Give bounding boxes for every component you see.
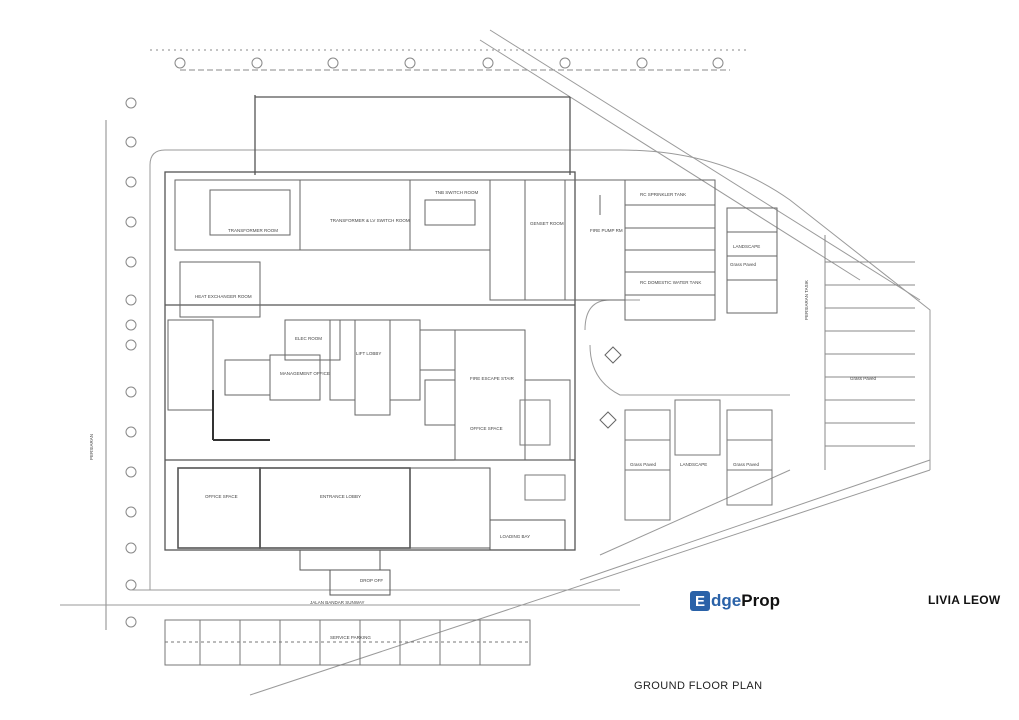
road-label-bottom: JALAN BANDAR SUNWAY [310,600,365,605]
room-label-lift-lobby: LIFT LOBBY [356,351,381,356]
lower-offices [177,467,566,596]
room-label-fire-stair: FIRE ESCAPE STAIR [470,376,515,381]
edgeprop-wordmark-part1: dge [711,591,742,610]
grid-axis-left [105,97,137,630]
author-credit: LIVIA LEOW [928,593,1001,607]
plan-title: GROUND FLOOR PLAN [634,680,763,692]
room-label-heat-exchanger: HEAT EXCHANGER ROOM [195,294,252,299]
site-boundary [60,29,931,696]
grass-label-3: Grass Paved [733,462,760,467]
room-label-genset: GENSET ROOM [530,221,564,226]
grass-label-2: Grass Paved [630,462,657,467]
room-labels: TRANSFORMER ROOM TRANSFORMER & LV SWITCH… [89,190,877,640]
side-parking-stalls [824,235,915,470]
edgeprop-wordmark: dgeProp [711,591,780,611]
middle-rooms [167,261,571,461]
room-label-landscape-top: LANDSCAPE [733,244,760,249]
grass-label-1: Grass Paved [730,262,757,267]
room-label-office-left: OFFICE SPACE [205,494,238,499]
building-outline [164,95,576,551]
edgeprop-wordmark-part2: Prop [741,591,780,610]
room-label-elec: ELEC ROOM [295,336,322,341]
room-label-transformer-sw: TRANSFORMER & LV SWITCH ROOM [330,218,410,223]
room-label-office-right: OFFICE SPACE [470,426,503,431]
edgeprop-e-icon: E [690,591,710,611]
room-label-loading-bay: LOADING BAY [500,534,530,539]
room-label-fire-pump: FIRE PUMP RM [590,228,623,233]
room-label-landscape-mid: LANDSCAPE [680,462,707,467]
tanks-block [624,179,778,321]
level-markers [599,195,622,429]
room-label-drop-off: DROP OFF [360,578,383,583]
room-label-entrance-lobby: ENTRANCE LOBBY [320,494,361,499]
service-block-top [174,179,626,301]
room-label-domestic: RC DOMESTIC WATER TANK [640,280,701,285]
room-label-sprinkler: RC SPRINKLER TANK [640,192,686,197]
room-label-service-parking: SERVICE PARKING [330,635,371,640]
grass-label-4: Grass Paved [850,376,877,381]
service-parking-bays [164,619,531,666]
room-label-tnb: TNB SWITCH ROOM [435,190,478,195]
edgeprop-logo: E dgeProp [690,588,780,614]
road-label-left: PERSIARAN [89,434,94,460]
grid-axis-top [150,49,750,71]
room-label-mgmt-office: MANAGEMENT OFFICE [280,371,330,376]
road-label-right: PERSIARAN TASIK [804,280,809,320]
room-label-transformer: TRANSFORMER ROOM [228,228,278,233]
landscape-islands [519,399,773,521]
